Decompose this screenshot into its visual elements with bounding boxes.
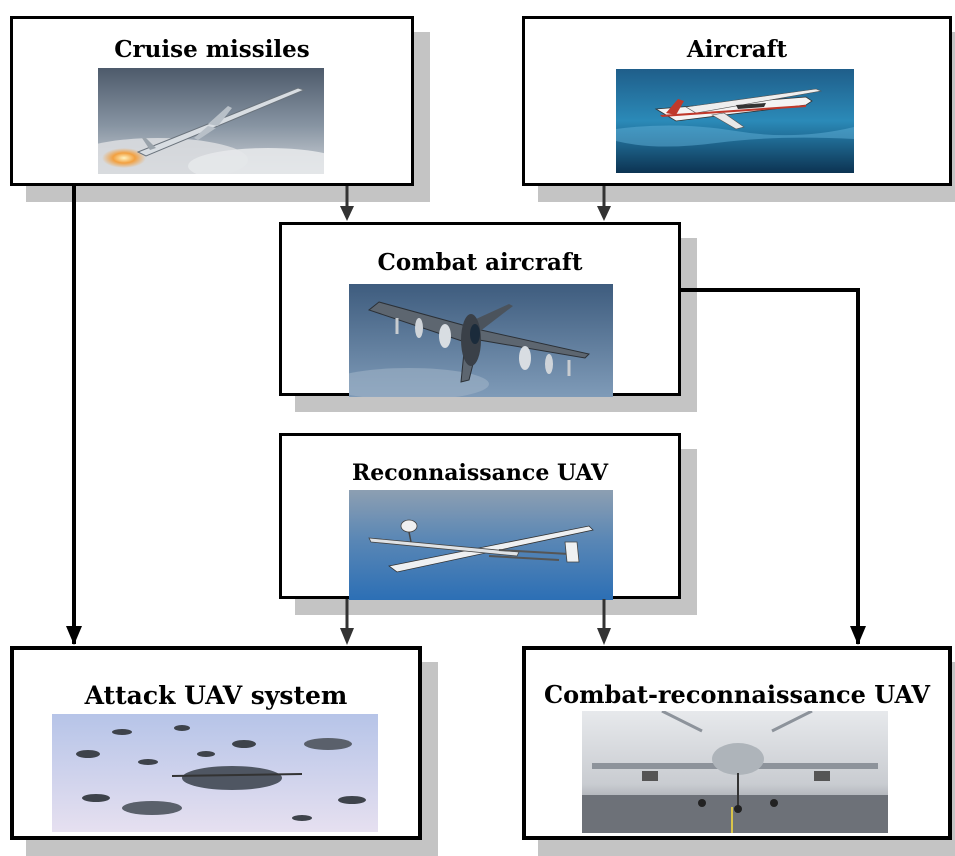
node-combat-reconnaissance-uav: Combat-reconnaissance UAV bbox=[522, 646, 952, 840]
node-title: Attack UAV system bbox=[84, 681, 348, 710]
cruise-missile-photo bbox=[98, 68, 324, 174]
node-combat-aircraft: Combat aircraft bbox=[279, 222, 681, 397]
arrowhead bbox=[340, 628, 354, 645]
drone-swarm-photo bbox=[52, 714, 378, 832]
node-title: Combat aircraft bbox=[377, 249, 583, 276]
node-cruise-missiles: Cruise missiles bbox=[10, 16, 414, 186]
armed-drone-photo bbox=[582, 711, 888, 833]
arrowhead bbox=[340, 206, 354, 221]
node-reconnaissance-uav: Reconnaissance UAV bbox=[279, 433, 681, 600]
recon-drone-photo bbox=[349, 490, 613, 600]
node-attack-uav-system: Attack UAV system bbox=[10, 646, 422, 840]
arrowhead bbox=[597, 628, 611, 645]
arrowhead bbox=[850, 626, 866, 645]
node-title: Reconnaissance UAV bbox=[351, 460, 609, 486]
light-aircraft-photo bbox=[616, 69, 854, 173]
arrowhead bbox=[597, 206, 611, 221]
node-aircraft: Aircraft bbox=[522, 16, 952, 186]
node-title: Combat-reconnaissance UAV bbox=[544, 680, 930, 709]
node-title: Aircraft bbox=[686, 36, 788, 63]
fighter-jet-photo bbox=[349, 284, 613, 397]
arrowhead bbox=[66, 626, 82, 645]
edge-combat-aircraft-to-combat-reconnaissance-uav bbox=[681, 288, 860, 644]
node-title: Cruise missiles bbox=[114, 36, 310, 63]
